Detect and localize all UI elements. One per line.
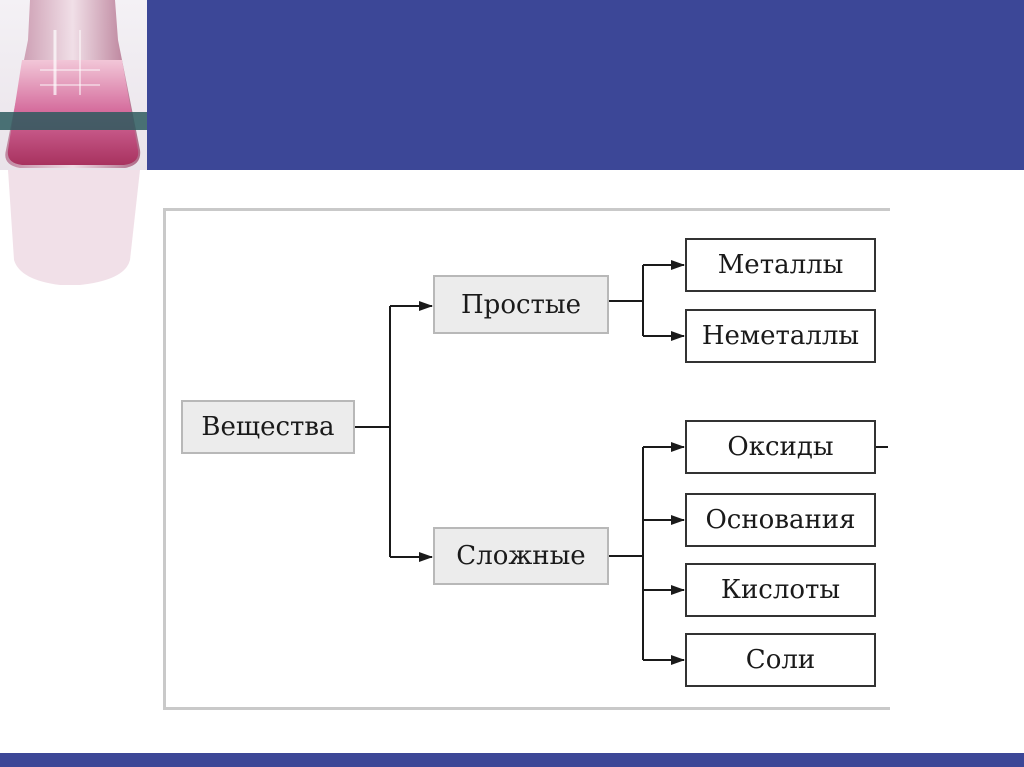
flask-reflection [0,170,147,290]
footer-bar [0,753,1024,767]
flask-image [0,0,147,170]
header-bar [147,0,1024,170]
node-metals: Металлы [685,238,876,292]
node-nonmetals: Неметаллы [685,309,876,363]
node-salts: Соли [685,633,876,687]
node-oxides: Оксиды [685,420,876,474]
node-bases: Основания [685,493,876,547]
node-substances: Вещества [181,400,355,454]
node-acids: Кислоты [685,563,876,617]
node-simple: Простые [433,275,609,334]
node-complex: Сложные [433,527,609,585]
